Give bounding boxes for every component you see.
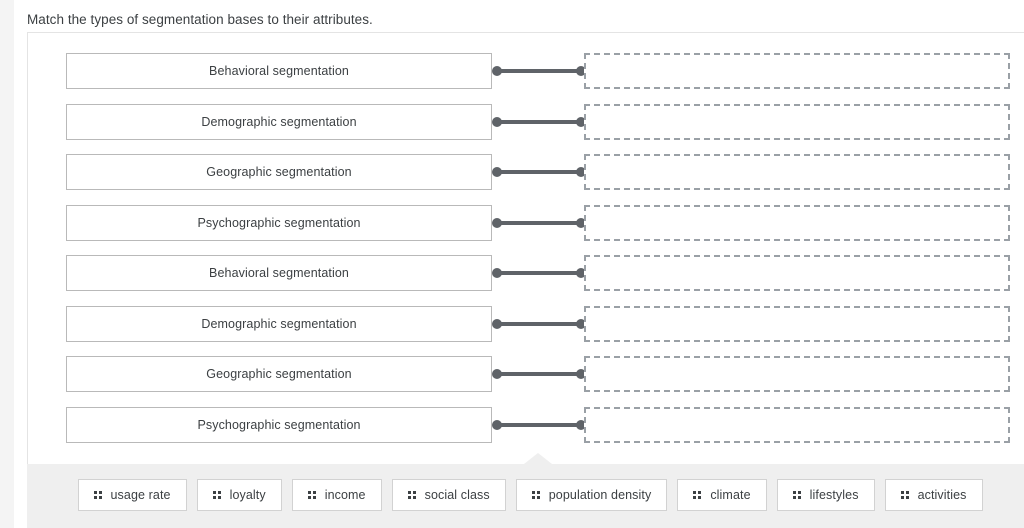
- connector-knob-right-icon: [576, 268, 586, 278]
- connector-bar: [496, 321, 582, 326]
- question-prompt: Match the types of segmentation bases to…: [27, 12, 373, 27]
- row-connector: [492, 419, 586, 430]
- connector-knob-right-icon: [576, 167, 586, 177]
- term-box: Psychographic segmentation: [66, 204, 492, 241]
- row-connector: [492, 167, 586, 177]
- drag-handle-icon[interactable]: [531, 491, 540, 499]
- connector-knob-right-icon: [576, 66, 586, 76]
- drag-handle-icon[interactable]: [93, 491, 102, 499]
- answer-chip-label: lifestyles: [809, 488, 859, 502]
- match-row: Psychographic segmentation: [28, 406, 1024, 443]
- connector-knob-left-icon: [492, 217, 502, 228]
- drag-handle-icon[interactable]: [212, 491, 221, 499]
- question-page: Match the types of segmentation bases to…: [14, 0, 1024, 528]
- term-label: Geographic segmentation: [206, 165, 352, 179]
- answer-chip[interactable]: climate: [677, 479, 767, 511]
- answer-chip[interactable]: population density: [515, 479, 668, 511]
- answer-chip[interactable]: social class: [391, 479, 506, 511]
- term-box: Behavioral segmentation: [66, 255, 492, 291]
- term-box: Psychographic segmentation: [66, 406, 492, 443]
- term-box: Geographic segmentation: [66, 154, 492, 190]
- connector-knob-left-icon: [492, 268, 502, 278]
- match-row: Demographic segmentation: [28, 305, 1024, 342]
- term-label: Psychographic segmentation: [197, 215, 361, 230]
- drag-handle-icon[interactable]: [900, 491, 909, 499]
- drop-zone[interactable]: [584, 103, 1010, 140]
- answer-chip-label: population density: [548, 488, 652, 502]
- row-connector: [492, 66, 586, 76]
- drop-zone[interactable]: [584, 305, 1010, 342]
- connector-knob-right-icon: [576, 217, 586, 228]
- match-row: Geographic segmentation: [28, 154, 1024, 190]
- answer-chip[interactable]: lifestyles: [776, 479, 875, 511]
- tray-pointer-arrow: [524, 453, 552, 464]
- answer-chip-label: social class: [424, 488, 490, 502]
- connector-knob-left-icon: [492, 318, 502, 329]
- term-box: Demographic segmentation: [66, 103, 492, 140]
- drop-zone[interactable]: [584, 356, 1010, 392]
- match-row: Behavioral segmentation: [28, 255, 1024, 291]
- row-connector: [492, 217, 586, 228]
- term-label: Behavioral segmentation: [209, 266, 349, 280]
- answer-tray: usage rate loyalty income social class popul…: [27, 453, 1024, 528]
- drop-zone[interactable]: [584, 255, 1010, 291]
- connector-knob-right-icon: [576, 419, 586, 430]
- row-connector: [492, 369, 586, 379]
- term-label: Geographic segmentation: [206, 367, 352, 381]
- connector-bar: [496, 372, 582, 376]
- connector-knob-right-icon: [576, 116, 586, 127]
- connector-knob-left-icon: [492, 167, 502, 177]
- connector-knob-left-icon: [492, 419, 502, 430]
- term-label: Behavioral segmentation: [209, 64, 349, 78]
- drop-zone[interactable]: [584, 406, 1010, 443]
- connector-knob-left-icon: [492, 66, 502, 76]
- left-gutter-strip: [0, 0, 14, 528]
- answer-chip[interactable]: loyalty: [196, 479, 282, 511]
- connector-bar: [496, 271, 582, 275]
- drag-handle-icon[interactable]: [307, 491, 316, 499]
- drop-zone[interactable]: [584, 154, 1010, 190]
- answer-chip-label: usage rate: [110, 488, 171, 502]
- answer-chip-label: activities: [917, 488, 967, 502]
- connector-bar: [496, 119, 582, 124]
- match-row: Behavioral segmentation: [28, 53, 1024, 89]
- connector-knob-right-icon: [576, 369, 586, 379]
- drag-handle-icon[interactable]: [407, 491, 416, 499]
- match-row: Geographic segmentation: [28, 356, 1024, 392]
- answer-chip-label: climate: [710, 488, 751, 502]
- answer-chip[interactable]: usage rate: [77, 479, 187, 511]
- answer-chip-list: usage rate loyalty income social class popul…: [27, 479, 1024, 511]
- connector-bar: [496, 220, 582, 225]
- connector-knob-right-icon: [576, 318, 586, 329]
- match-row: Demographic segmentation: [28, 103, 1024, 140]
- drag-handle-icon[interactable]: [792, 491, 801, 499]
- term-label: Demographic segmentation: [201, 316, 357, 331]
- answer-chip[interactable]: activities: [884, 479, 983, 511]
- term-label: Psychographic segmentation: [197, 417, 361, 432]
- drop-zone[interactable]: [584, 204, 1010, 241]
- connector-knob-left-icon: [492, 116, 502, 127]
- term-box: Demographic segmentation: [66, 305, 492, 342]
- drag-handle-icon[interactable]: [693, 491, 702, 499]
- connector-knob-left-icon: [492, 369, 502, 379]
- match-row: Psychographic segmentation: [28, 204, 1024, 241]
- answer-chip-label: income: [324, 488, 366, 502]
- row-connector: [492, 116, 586, 127]
- answer-chip-label: loyalty: [229, 488, 266, 502]
- term-label: Demographic segmentation: [201, 114, 357, 129]
- term-box: Behavioral segmentation: [66, 53, 492, 89]
- drop-zone[interactable]: [584, 53, 1010, 89]
- connector-bar: [496, 170, 582, 174]
- row-connector: [492, 318, 586, 329]
- connector-bar: [496, 69, 582, 73]
- answer-chip[interactable]: income: [291, 479, 382, 511]
- term-box: Geographic segmentation: [66, 356, 492, 392]
- row-connector: [492, 268, 586, 278]
- connector-bar: [496, 422, 582, 427]
